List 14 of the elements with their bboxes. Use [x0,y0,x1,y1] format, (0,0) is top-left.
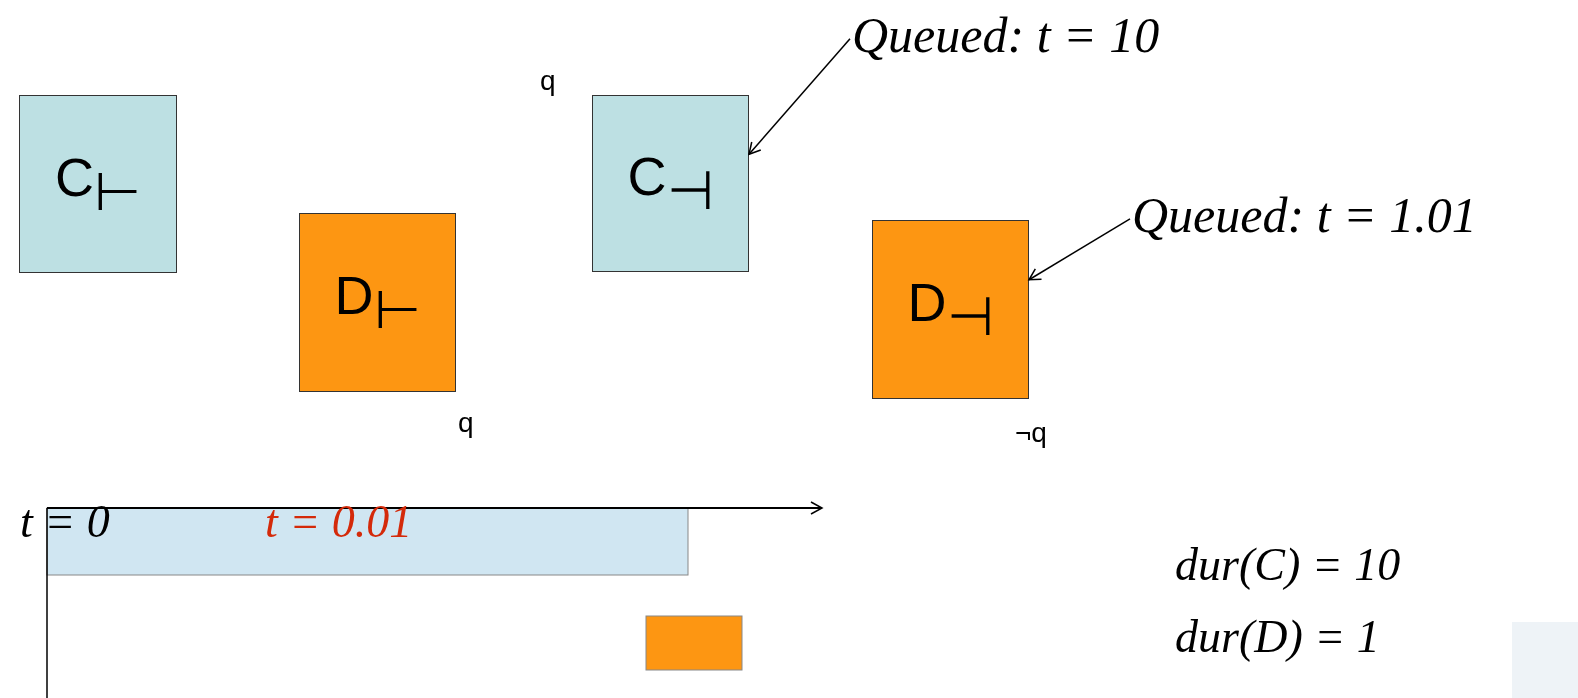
action-box [19,95,177,273]
action-box [872,220,1029,399]
action-box [299,213,456,392]
condition-label: ¬q [1015,418,1047,449]
time-label: dur(C) = 10 [1175,540,1401,591]
queue-note: Queued: t = 1.01 [1132,188,1477,243]
action-box [592,95,749,272]
time-label: dur(D) = 1 [1175,612,1380,663]
queue-note: Queued: t = 10 [852,8,1160,63]
condition-label: q [458,408,474,439]
time-label: t = 0.01 [265,497,413,548]
arrow [748,38,851,155]
arrow [1028,218,1131,281]
condition-label: q [540,66,556,97]
